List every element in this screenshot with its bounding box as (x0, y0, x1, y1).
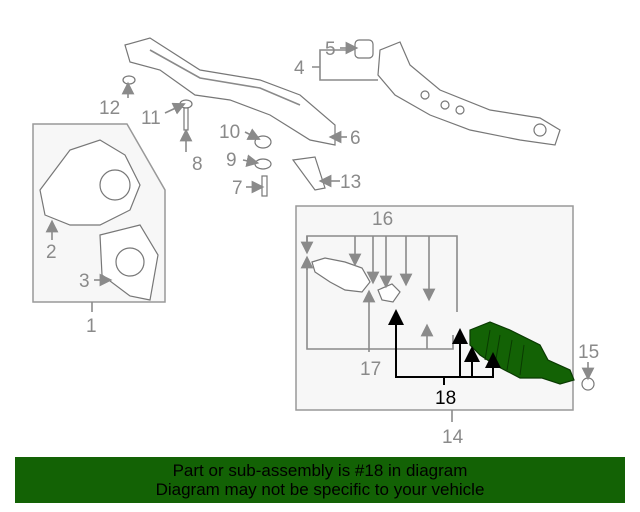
callout-17[interactable]: 17 (360, 359, 381, 380)
bracket-part[interactable] (377, 41, 561, 146)
crossmember-part[interactable] (124, 37, 336, 146)
callout-14[interactable]: 14 (442, 427, 464, 448)
callout-8[interactable]: 8 (192, 154, 203, 175)
callout-4[interactable]: 4 (294, 58, 305, 79)
bushing-part[interactable] (354, 39, 374, 59)
callout-11[interactable]: 11 (141, 108, 161, 129)
notice-line-2: Diagram may not be specific to your vehi… (155, 480, 485, 499)
inner-joint-part[interactable] (311, 257, 401, 303)
clamp-part-15[interactable] (581, 377, 595, 391)
callout-12[interactable]: 12 (99, 98, 120, 119)
cover-part[interactable] (99, 224, 159, 301)
callout-7[interactable]: 7 (232, 178, 243, 199)
callout-9[interactable]: 9 (226, 150, 237, 171)
notice-line-1: Part or sub-assembly is #18 in diagram (172, 461, 468, 480)
callout-5[interactable]: 5 (325, 39, 336, 60)
callout-1[interactable]: 1 (86, 316, 97, 337)
callout-13[interactable]: 13 (340, 172, 361, 193)
callout-16[interactable]: 16 (372, 209, 393, 230)
callout-2[interactable]: 2 (46, 242, 57, 263)
callout-18[interactable]: 18 (435, 388, 456, 409)
callout-10[interactable]: 10 (219, 122, 240, 143)
callout-15[interactable]: 15 (578, 342, 599, 363)
notice-banner: Part or sub-assembly is #18 in diagram D… (15, 457, 625, 503)
callout-6[interactable]: 6 (350, 128, 361, 149)
drive-axle-assembly-18[interactable] (469, 321, 575, 385)
differential-part[interactable] (39, 139, 141, 226)
callout-3[interactable]: 3 (79, 271, 90, 292)
